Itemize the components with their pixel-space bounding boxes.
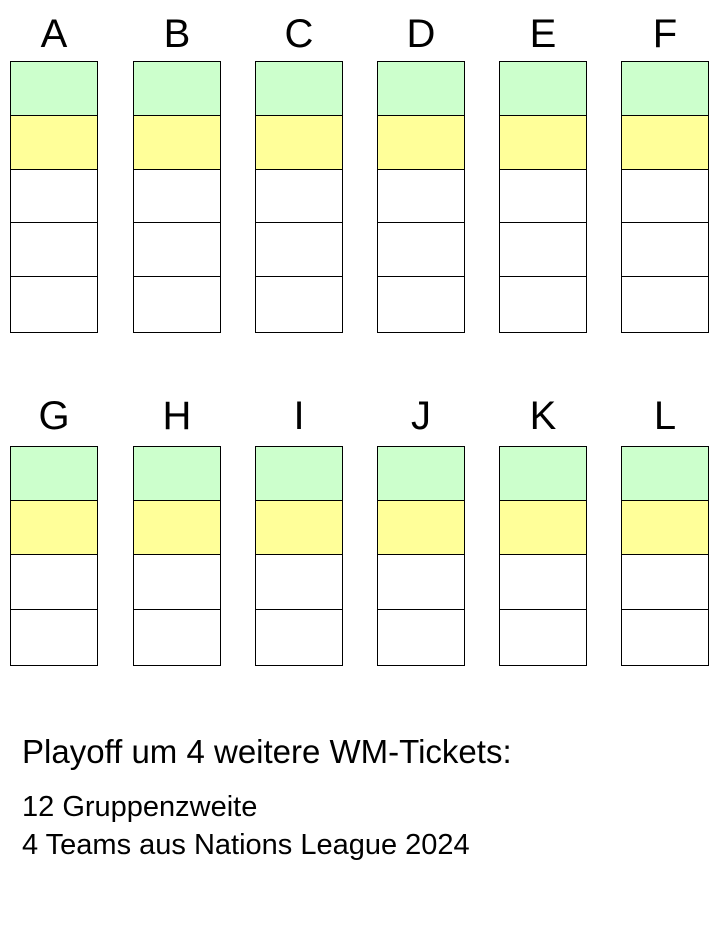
group-d-slot-5[interactable] (378, 277, 464, 331)
group-h-slot-4[interactable] (134, 609, 220, 664)
group-l-slot-4[interactable] (622, 609, 708, 664)
group-j-slot-2[interactable] (378, 501, 464, 556)
group-i-slot-4[interactable] (256, 609, 342, 664)
group-k-slot-1[interactable] (500, 447, 586, 502)
group-l-slot-1[interactable] (622, 447, 708, 502)
group-c-slot-3[interactable] (256, 169, 342, 224)
group-label-i: I (293, 394, 305, 438)
group-table-e (499, 61, 587, 333)
group-f-slot-1[interactable] (622, 62, 708, 116)
group-j-slot-3[interactable] (378, 555, 464, 610)
group-label-c: C (284, 12, 314, 56)
group-label-e: E (529, 12, 557, 56)
group-a-slot-2[interactable] (11, 115, 97, 170)
group-table-c (255, 61, 343, 333)
group-label-h: H (162, 394, 192, 438)
group-label-j: J (411, 394, 431, 438)
group-f-slot-2[interactable] (622, 115, 708, 170)
group-l-slot-3[interactable] (622, 555, 708, 610)
playoff-note-line-2: 4 Teams aus Nations League 2024 (22, 829, 470, 861)
group-e-slot-3[interactable] (500, 169, 586, 224)
group-label-k: K (529, 394, 557, 438)
group-table-k (499, 446, 587, 666)
group-d-slot-1[interactable] (378, 62, 464, 116)
group-e-slot-5[interactable] (500, 277, 586, 331)
group-table-l (621, 446, 709, 666)
group-e-slot-2[interactable] (500, 115, 586, 170)
playoff-heading: Playoff um 4 weitere WM-Tickets: (22, 733, 512, 770)
group-c-slot-2[interactable] (256, 115, 342, 170)
group-i-slot-1[interactable] (256, 447, 342, 502)
group-label-l: L (653, 394, 677, 438)
group-k-slot-4[interactable] (500, 609, 586, 664)
group-d-slot-3[interactable] (378, 169, 464, 224)
group-h-slot-2[interactable] (134, 501, 220, 556)
group-g-slot-3[interactable] (11, 555, 97, 610)
group-label-b: B (163, 12, 191, 56)
group-g-slot-4[interactable] (11, 609, 97, 664)
group-e-slot-1[interactable] (500, 62, 586, 116)
group-c-slot-5[interactable] (256, 277, 342, 331)
group-table-d (377, 61, 465, 333)
group-k-slot-3[interactable] (500, 555, 586, 610)
notes-spacer (22, 772, 512, 788)
group-f-slot-3[interactable] (622, 169, 708, 224)
group-d-slot-4[interactable] (378, 223, 464, 277)
group-table-a (10, 61, 98, 333)
group-c-slot-1[interactable] (256, 62, 342, 116)
group-label-a: A (40, 12, 68, 56)
group-table-g (10, 446, 98, 666)
group-a-slot-1[interactable] (11, 62, 97, 116)
group-g-slot-1[interactable] (11, 447, 97, 502)
group-j-slot-4[interactable] (378, 609, 464, 664)
group-h-slot-1[interactable] (134, 447, 220, 502)
group-b-slot-3[interactable] (134, 169, 220, 224)
group-i-slot-2[interactable] (256, 501, 342, 556)
group-d-slot-2[interactable] (378, 115, 464, 170)
group-f-slot-5[interactable] (622, 277, 708, 331)
group-table-b (133, 61, 221, 333)
group-b-slot-1[interactable] (134, 62, 220, 116)
group-b-slot-5[interactable] (134, 277, 220, 331)
group-a-slot-4[interactable] (11, 223, 97, 277)
group-b-slot-4[interactable] (134, 223, 220, 277)
group-table-j (377, 446, 465, 666)
group-k-slot-2[interactable] (500, 501, 586, 556)
group-a-slot-3[interactable] (11, 169, 97, 224)
group-label-g: G (38, 394, 70, 438)
group-j-slot-1[interactable] (378, 447, 464, 502)
group-b-slot-2[interactable] (134, 115, 220, 170)
group-table-f (621, 61, 709, 333)
playoff-note-line-1: 12 Gruppenzweite (22, 791, 258, 823)
group-table-h (133, 446, 221, 666)
group-table-i (255, 446, 343, 666)
group-l-slot-2[interactable] (622, 501, 708, 556)
group-label-f: F (652, 12, 678, 56)
group-f-slot-4[interactable] (622, 223, 708, 277)
group-g-slot-2[interactable] (11, 501, 97, 556)
group-a-slot-5[interactable] (11, 277, 97, 331)
group-i-slot-3[interactable] (256, 555, 342, 610)
group-c-slot-4[interactable] (256, 223, 342, 277)
group-label-d: D (406, 12, 436, 56)
group-h-slot-3[interactable] (134, 555, 220, 610)
group-e-slot-4[interactable] (500, 223, 586, 277)
playoff-notes-block: Playoff um 4 weitere WM-Tickets: 12 Grup… (22, 732, 512, 864)
